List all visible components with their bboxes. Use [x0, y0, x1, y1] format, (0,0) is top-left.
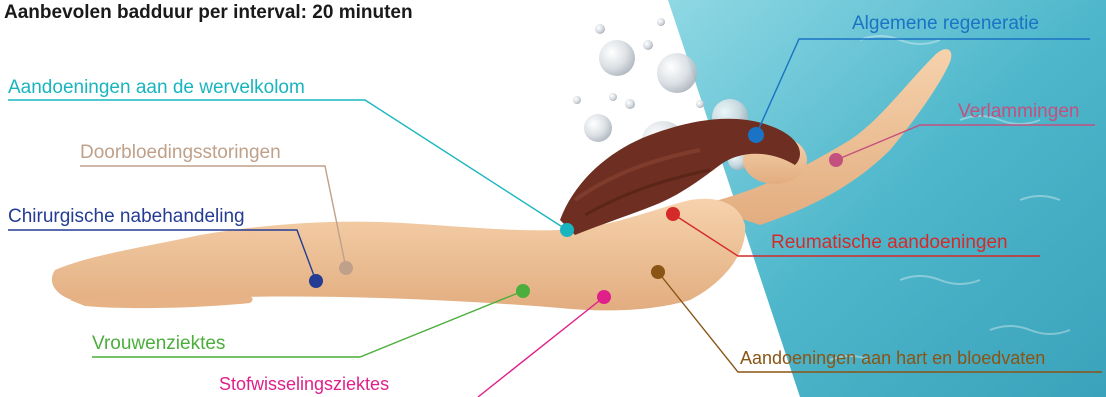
- label-vrouwen: Vrouwenziektes: [92, 334, 225, 353]
- dot-chirurgisch: [309, 274, 323, 288]
- leader-stofwisseling: [478, 297, 604, 397]
- label-stofwisseling: Stofwisselingsziektes: [219, 375, 389, 393]
- label-wervelkolom: Aandoeningen aan de wervelkolom: [8, 78, 305, 97]
- dot-vrouwen: [516, 284, 530, 298]
- label-reumatisch: Reumatische aandoeningen: [771, 233, 1008, 252]
- label-chirurgisch: Chirurgische nabehandeling: [8, 207, 245, 226]
- dot-reumatisch: [666, 207, 680, 221]
- label-algemene: Algemene regeneratie: [852, 14, 1039, 33]
- dot-hart: [651, 265, 665, 279]
- label-verlammingen: Verlammingen: [958, 102, 1079, 121]
- dot-verlammingen: [829, 153, 843, 167]
- dot-wervelkolom: [560, 223, 574, 237]
- dot-stofwisseling: [597, 290, 611, 304]
- dot-algemene: [748, 127, 764, 143]
- diagram-title: Aanbevolen badduur per interval: 20 minu…: [4, 2, 413, 24]
- label-doorbloeding: Doorbloedingsstoringen: [80, 143, 281, 162]
- label-hart: Aandoeningen aan hart en bloedvaten: [740, 349, 1045, 367]
- dot-doorbloeding: [339, 261, 353, 275]
